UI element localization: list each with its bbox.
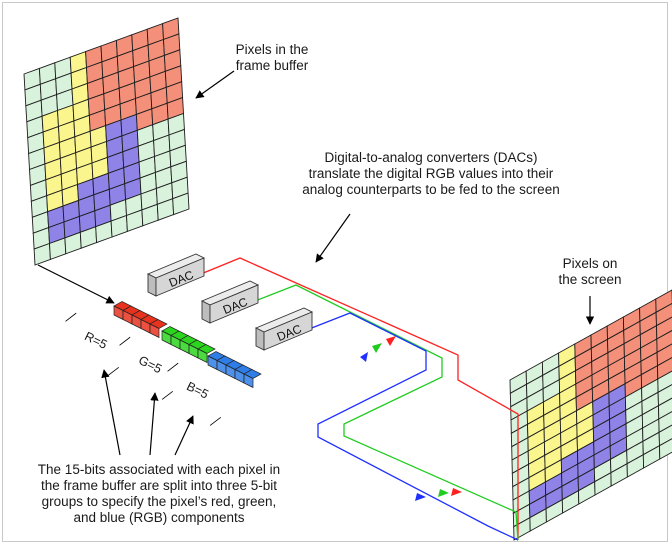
red-wire-arrow-1 <box>386 336 396 346</box>
grid-cell <box>659 438 672 460</box>
arrow-to-g <box>149 392 159 456</box>
bit-group-b <box>207 351 262 389</box>
g-label: G=5 <box>136 353 164 376</box>
grid-cell <box>656 330 672 354</box>
arrow-to-frame-buffer <box>195 70 235 99</box>
screen-label: Pixels on the screen <box>558 256 622 287</box>
frame-buffer-label: Pixels in the frame buffer <box>235 42 309 73</box>
screen-grid <box>509 289 672 541</box>
bit-cube <box>243 373 254 389</box>
red-wire-arrow-2 <box>451 488 462 496</box>
green-wire-arrow-2 <box>438 489 449 497</box>
grid-cell <box>657 370 672 394</box>
bits-description-label: The 15-bits associated with each pixel i… <box>37 462 281 525</box>
green-wire-arrow-1 <box>372 343 382 353</box>
bit-groups <box>113 301 262 389</box>
dac-box-2: DAC <box>200 280 260 324</box>
arrow-to-b <box>174 415 194 456</box>
bit-cube <box>197 348 208 364</box>
arrow-fb-to-bits <box>37 264 115 304</box>
frame-buffer-grid <box>23 17 190 266</box>
grid-cell <box>658 397 672 420</box>
grid-cell <box>172 192 190 216</box>
grid-cell <box>655 289 672 314</box>
red-wire <box>195 257 519 540</box>
grid-cell <box>657 384 672 407</box>
blue-wire <box>303 312 519 541</box>
dac-box-3: DAC <box>254 307 314 351</box>
bit-cube <box>149 323 160 339</box>
arrow-to-dacs <box>315 213 351 263</box>
bit-group-g <box>161 326 216 364</box>
r-label: R=5 <box>82 329 109 352</box>
dac-description-label: Digital-to-analog converters (DACs) tran… <box>302 150 560 197</box>
pointer-arrows <box>37 70 595 456</box>
grid-cell <box>655 302 672 327</box>
b-label: B=5 <box>184 379 210 402</box>
grid-cell <box>658 411 672 434</box>
grid-cell <box>656 343 672 367</box>
blue-wire-arrow-2 <box>415 493 426 501</box>
green-wire <box>249 284 519 541</box>
blue-wire-arrow-1 <box>360 352 368 362</box>
grid-cell <box>657 357 672 380</box>
bit-group-r <box>113 301 168 339</box>
arrow-to-r <box>101 369 121 456</box>
grid-cell <box>656 316 672 340</box>
dac-box-1: DAC <box>146 253 206 297</box>
grid-cell <box>658 424 672 447</box>
signal-wires <box>195 257 519 541</box>
